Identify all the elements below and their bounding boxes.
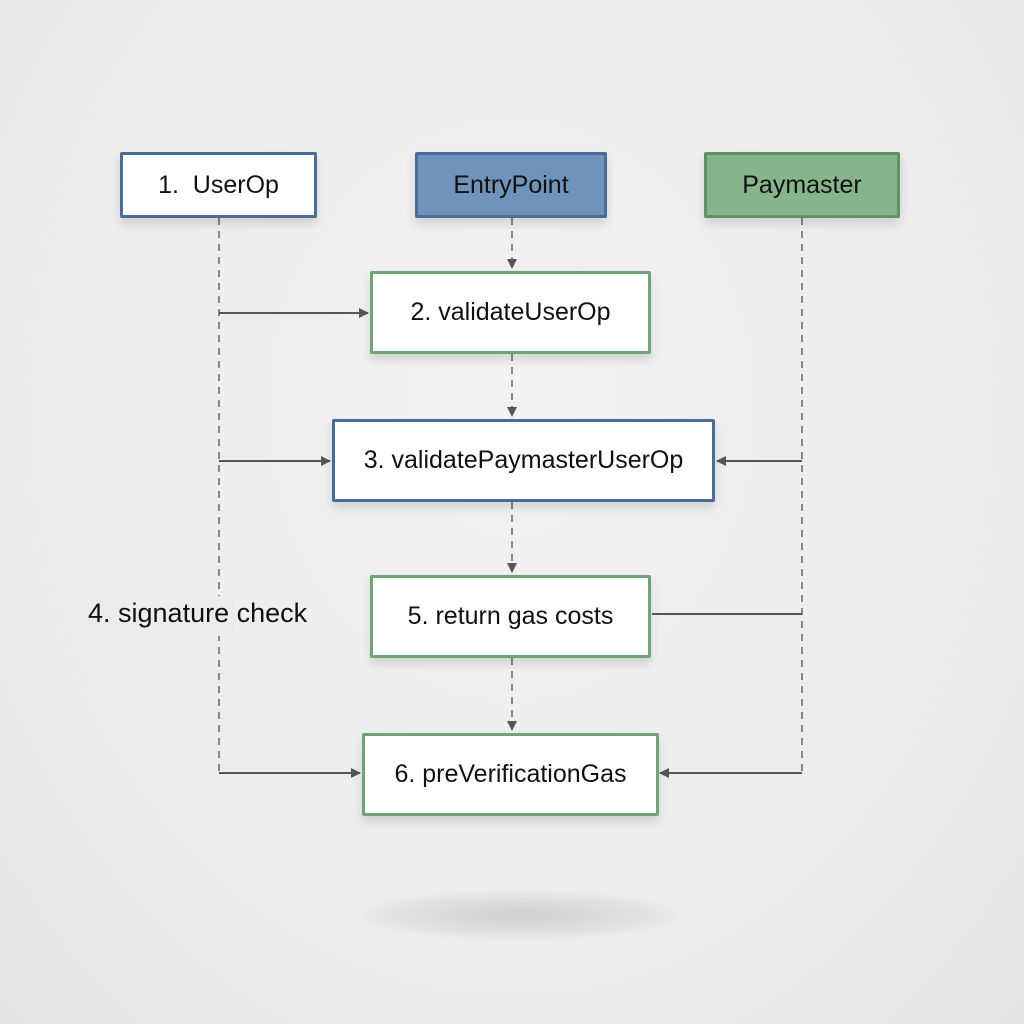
- label-gap: [205, 596, 235, 636]
- step-signature-check-label: 4. signature check: [88, 598, 308, 628]
- participant-paymaster-label: Paymaster: [742, 170, 862, 199]
- participant-userop-label: 1. UserOp: [158, 170, 279, 199]
- step-return-gas-costs-label: 5. return gas costs: [407, 602, 614, 630]
- participant-userop[interactable]: 1. UserOp: [120, 152, 317, 218]
- step-return-gas-costs[interactable]: 5. return gas costs: [370, 575, 651, 658]
- step-validate-userop-label: 2. validateUserOp: [410, 298, 611, 326]
- step-validate-userop[interactable]: 2. validateUserOp: [370, 271, 651, 354]
- participant-entrypoint-label: EntryPoint: [453, 170, 569, 199]
- step-validate-paymaster-userop[interactable]: 3. validatePaymasterUserOp: [332, 419, 715, 502]
- participant-paymaster[interactable]: Paymaster: [704, 152, 900, 218]
- participant-entrypoint[interactable]: EntryPoint: [415, 152, 607, 218]
- step-preverification-gas-label: 6. preVerificationGas: [394, 760, 627, 788]
- step-validate-paymaster-userop-label: 3. validatePaymasterUserOp: [363, 446, 684, 474]
- step-preverification-gas[interactable]: 6. preVerificationGas: [362, 733, 659, 816]
- floor-shadow: [360, 890, 680, 940]
